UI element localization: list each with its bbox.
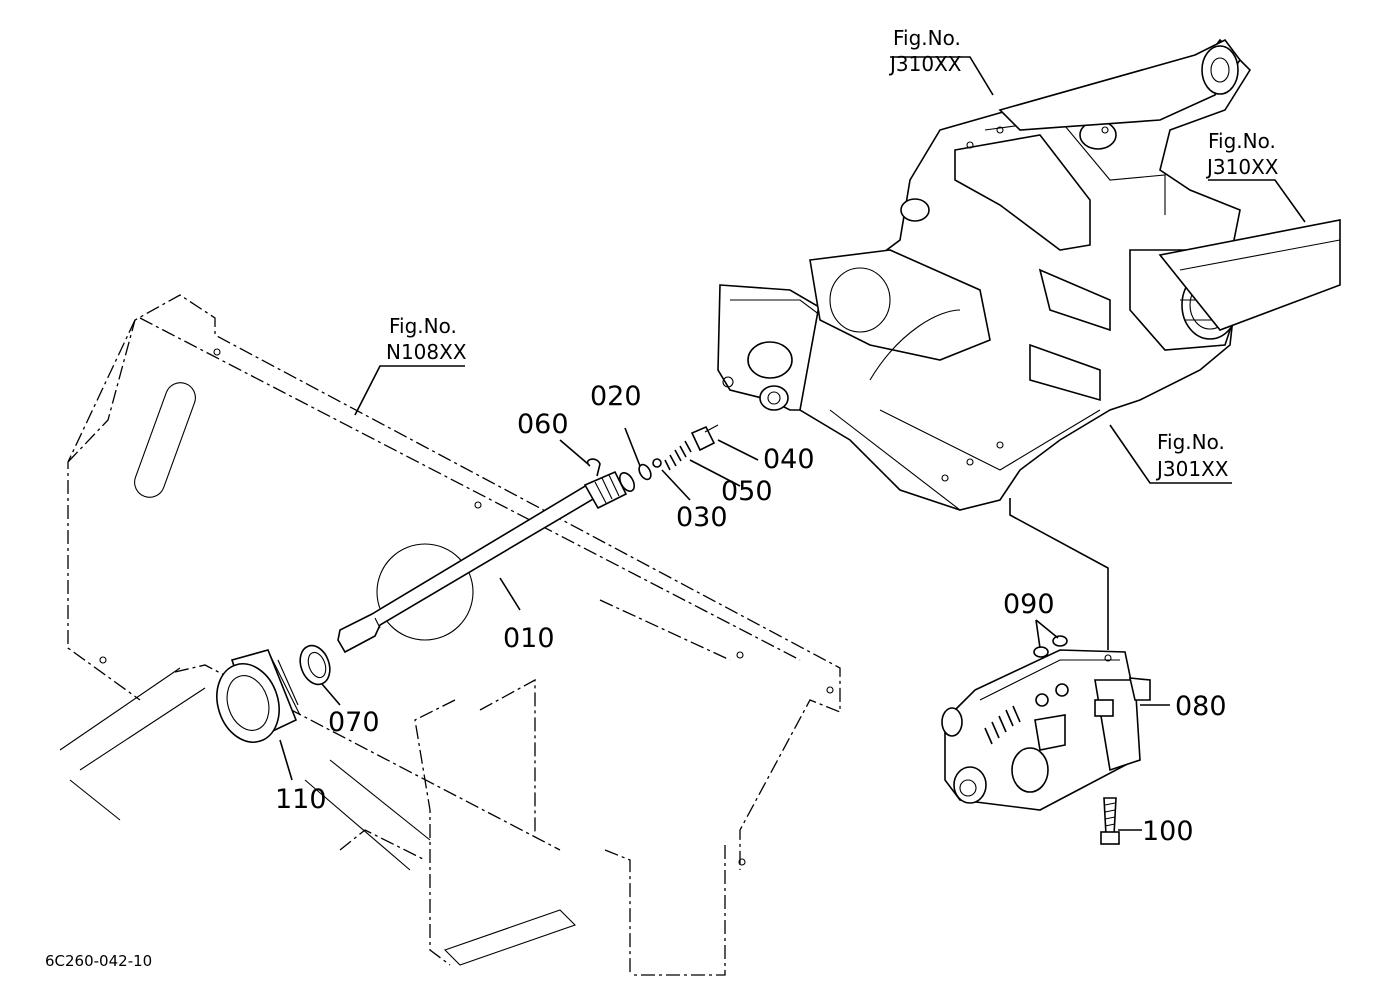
callouts: 010 020 030 040 050 060 070 080 090 100 … — [275, 381, 1227, 847]
callout-050: 050 — [721, 476, 773, 507]
shaft-010 — [337, 470, 636, 654]
callout-070: 070 — [328, 707, 380, 738]
figure-references: Fig.No. J310XX Fig.No. J310XX Fig.No. J3… — [386, 26, 1279, 481]
callout-040: 040 — [763, 444, 815, 475]
callout-110: 110 — [275, 784, 327, 815]
fig-ref-right-label: Fig.No. — [1208, 129, 1276, 153]
fig-ref-housing-code: J301XX — [1155, 457, 1229, 481]
panel-cover — [67, 294, 841, 976]
orings-090 — [1033, 635, 1068, 658]
fig-ref-top-label: Fig.No. — [893, 26, 961, 50]
oring-020 — [638, 463, 652, 481]
ball-030 — [652, 458, 662, 468]
callout-100: 100 — [1142, 816, 1194, 847]
callout-090: 090 — [1003, 589, 1055, 620]
fig-ref-panel-code: N108XX — [386, 340, 467, 364]
knob-110 — [216, 649, 301, 743]
seal-070 — [299, 644, 331, 686]
fig-ref-right-code: J310XX — [1205, 155, 1279, 179]
callout-020: 020 — [590, 381, 642, 412]
callout-060: 060 — [517, 409, 569, 440]
fig-ref-housing-label: Fig.No. — [1157, 430, 1225, 454]
bolt-100 — [1100, 797, 1120, 845]
valve-080 — [941, 649, 1151, 811]
small-parts — [586, 424, 719, 481]
callout-010: 010 — [503, 623, 555, 654]
plug-040 — [690, 425, 716, 452]
diagram-code: 6C260-042-10 — [45, 952, 152, 970]
lift-housing — [717, 38, 1341, 511]
fig-ref-top-code: J310XX — [888, 52, 962, 76]
fig-ref-panel-label: Fig.No. — [389, 314, 457, 338]
clip-060 — [586, 458, 601, 477]
cover-hole — [376, 543, 474, 641]
frame-members — [59, 667, 431, 871]
spring-050 — [664, 440, 692, 471]
leader-lines — [279, 56, 1306, 831]
callout-080: 080 — [1175, 691, 1227, 722]
callout-030: 030 — [676, 502, 728, 533]
